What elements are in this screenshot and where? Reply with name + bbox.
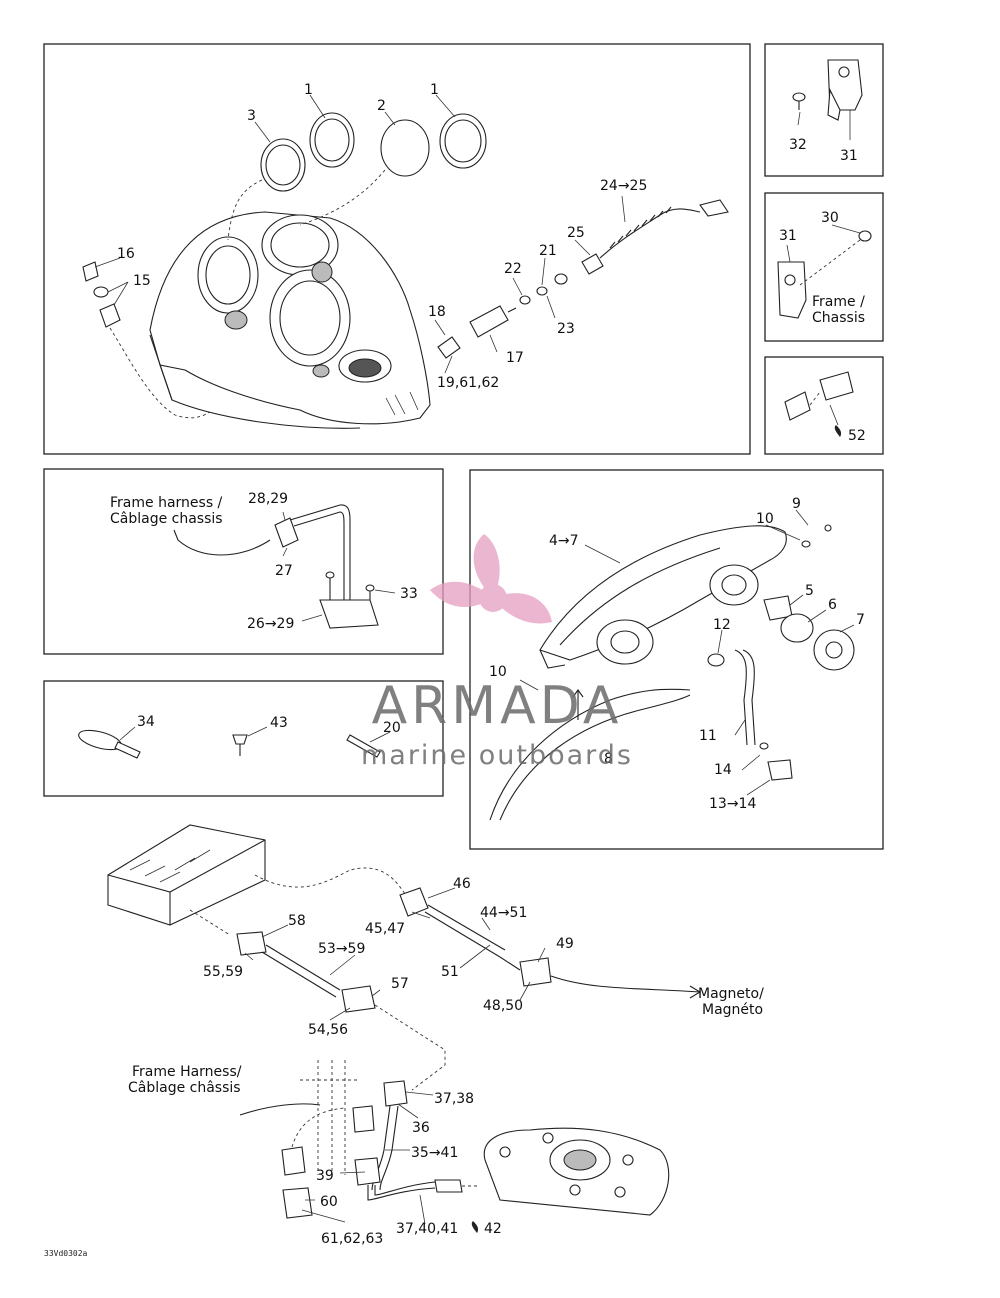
callout: 1 [304, 82, 313, 98]
callout: 3 [247, 108, 256, 124]
callout: 30 [821, 210, 839, 226]
frame-headlight [469, 469, 884, 850]
bracket-30-31 [777, 230, 872, 319]
callout-labels: 1 2 1 3 16 15 18 19,61,62 17 22 21 23 25… [44, 82, 866, 1258]
bracket-31-32 [792, 59, 863, 121]
callout: 22 [504, 261, 522, 277]
callout: 16 [117, 246, 135, 262]
frame-chassis-label: Chassis [812, 310, 865, 326]
frame-chassis-label: Frame / [812, 294, 865, 310]
callout: 5 [805, 583, 814, 599]
callout: 54,56 [308, 1022, 348, 1038]
callout: 60 [320, 1194, 338, 1210]
drawing-code: 33Vd0302a [44, 1249, 88, 1258]
magneto-label: Magneto/ [698, 986, 764, 1002]
hardware-drawing [78, 729, 381, 759]
callout: 9 [792, 496, 801, 512]
callout: 19,61,62 [437, 375, 499, 391]
headlight-drawing [489, 524, 855, 821]
instrument-panel-drawing [82, 112, 729, 429]
wiring-drawing [107, 824, 702, 1219]
callout: 36 [412, 1120, 430, 1136]
callout: 55,59 [203, 964, 243, 980]
frame-bracket [764, 43, 884, 177]
callout: 57 [391, 976, 409, 992]
callout: 10 [756, 511, 774, 527]
watermark-logo-icon [430, 534, 552, 624]
callout: 58 [288, 913, 306, 929]
connector-52 [784, 371, 854, 421]
frame-hardware [43, 680, 444, 797]
callout: 61,62,63 [321, 1231, 383, 1247]
frame-harness-label: Câblage chassis [110, 511, 223, 527]
callout: 32 [789, 137, 807, 153]
callout: 43 [270, 715, 288, 731]
callout: 48,50 [483, 998, 523, 1014]
callout: 44→51 [480, 905, 527, 921]
callout: 13→14 [709, 796, 756, 812]
callout: 46 [453, 876, 471, 892]
watermark-tagline: marine outboards [361, 740, 633, 771]
callout: 35→41 [411, 1145, 458, 1161]
harness-drawing [173, 504, 379, 629]
frame-instrument-panel [43, 43, 751, 455]
callout: 4→7 [549, 533, 579, 549]
frame-bracket-chassis [764, 192, 884, 342]
callout: 1 [430, 82, 439, 98]
callout: 37,40,41 [396, 1221, 458, 1237]
callout: 27 [275, 563, 293, 579]
callout: 31 [840, 148, 858, 164]
drop-icon [834, 425, 842, 437]
callout: 51 [441, 964, 459, 980]
callout: 45,47 [365, 921, 405, 937]
callout: 12 [713, 617, 731, 633]
drop-icon [471, 1221, 479, 1233]
callout: 24→25 [600, 178, 647, 194]
callout: 11 [699, 728, 717, 744]
callout: 14 [714, 762, 732, 778]
callout: 7 [856, 612, 865, 628]
callout: 25 [567, 225, 585, 241]
callout: 31 [779, 228, 797, 244]
callout: 21 [539, 243, 557, 259]
callout: 49 [556, 936, 574, 952]
callout: 26→29 [247, 616, 294, 632]
frame-connector-52 [764, 356, 884, 455]
frame-harness-box [43, 468, 444, 655]
callout: 42 [484, 1221, 502, 1237]
magneto-label: Magnéto [702, 1002, 763, 1018]
callout: 10 [489, 664, 507, 680]
callout: 39 [316, 1168, 334, 1184]
callout: 53→59 [318, 941, 365, 957]
leader-lines [94, 94, 861, 1225]
callout: 23 [557, 321, 575, 337]
frame-harness-label: Câblage châssis [128, 1080, 241, 1096]
callout: 34 [137, 714, 155, 730]
callout: 17 [506, 350, 524, 366]
callout: 37,38 [434, 1091, 474, 1107]
callout: 20 [383, 720, 401, 736]
callout: 28,29 [248, 491, 288, 507]
callout: 2 [377, 98, 386, 114]
callout: 15 [133, 273, 151, 289]
frame-harness-label: Frame Harness/ [132, 1064, 242, 1080]
watermark-brand: ARMADA [372, 676, 623, 736]
callout: 8 [604, 751, 613, 767]
callout: 33 [400, 586, 418, 602]
callout: 52 [848, 428, 866, 444]
callout: 6 [828, 597, 837, 613]
frame-harness-label: Frame harness / [110, 495, 223, 511]
callout: 18 [428, 304, 446, 320]
